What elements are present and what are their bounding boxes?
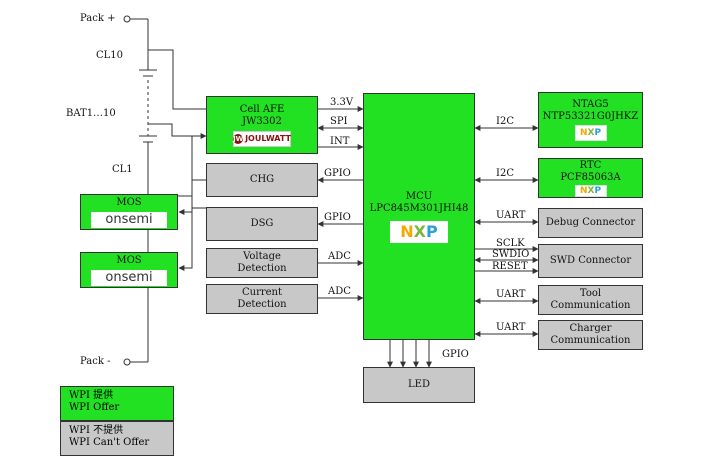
signal-gpio-chg: GPIO — [324, 168, 351, 179]
led-label: LED — [408, 379, 430, 390]
rtc-part: PCF85063A — [560, 171, 621, 183]
signal-adc-voltage: ADC — [328, 251, 351, 262]
chg-block: CHG — [206, 163, 318, 197]
charger-communication-block: Charger Communication — [538, 320, 643, 350]
signal-uart-debug: UART — [496, 210, 526, 221]
dsg-block: DSG — [206, 207, 318, 241]
pack-minus-terminal — [123, 358, 131, 366]
current-line2: Detection — [237, 299, 287, 310]
mos-block-2: MOS onsemi — [80, 252, 178, 288]
signal-uart-charger: UART — [496, 322, 526, 333]
current-line1: Current — [241, 287, 283, 298]
signal-swdio: SWDIO — [492, 249, 530, 260]
tool-line2: Communication — [550, 300, 631, 311]
charger-line1: Charger — [569, 323, 612, 334]
led-block: LED — [363, 367, 475, 403]
onsemi-logo: onsemi — [91, 269, 167, 286]
legend-no-offer-en: WPI Can't Offer — [69, 437, 150, 448]
legend-no-offer-cn: WPI 不提供 — [69, 425, 124, 436]
legend-offer-cn: WPI 提供 — [69, 390, 114, 401]
signal-int: INT — [330, 136, 350, 147]
dsg-label: DSG — [250, 218, 274, 229]
mos-2-title: MOS — [116, 254, 142, 266]
swd-label: SWD Connector — [549, 255, 632, 266]
afe-tap-bottom — [148, 123, 206, 137]
dsg-to-mos2 — [178, 207, 206, 271]
charger-line2: Communication — [550, 335, 631, 346]
afe-tap-top — [148, 49, 206, 110]
tool-communication-block: Tool Communication — [538, 285, 643, 315]
mos1-afe-link — [178, 133, 207, 197]
tool-line1: Tool — [579, 288, 602, 299]
signal-spi: SPI — [330, 116, 348, 127]
signal-reset: RESET — [492, 261, 528, 272]
signal-gpio-led: GPIO — [442, 349, 469, 360]
cl1-label: CL1 — [112, 164, 133, 175]
mcu-title: MCU — [405, 190, 433, 202]
voltage-line1: Voltage — [243, 251, 281, 262]
onsemi-logo: onsemi — [91, 211, 167, 228]
afe-title: Cell AFE — [239, 103, 285, 115]
mos-1-title: MOS — [116, 196, 142, 208]
mcu-part: LPC845M301JHI48 — [369, 202, 469, 214]
chg-label: CHG — [249, 174, 275, 185]
signal-uart-tool: UART — [496, 289, 526, 300]
voltage-line2: Detection — [237, 263, 287, 274]
pack-plus-label: Pack + — [80, 13, 116, 24]
signal-3v3: 3.3V — [330, 97, 354, 108]
debug-connector-block: Debug Connector — [538, 208, 643, 238]
ntag-part: NTP53321G0JHKZ — [542, 111, 639, 122]
cl10-label: CL10 — [96, 50, 124, 61]
debug-label: Debug Connector — [545, 217, 636, 228]
chg-to-mos1 — [178, 179, 206, 215]
current-detection-block: Current Detection — [206, 284, 318, 314]
pack-plus-terminal — [123, 15, 131, 23]
mos-block-1: MOS onsemi — [80, 194, 178, 230]
legend-offer: WPI 提供 WPI Offer — [60, 386, 174, 421]
battery-label: BAT1…10 — [66, 108, 116, 119]
legend-offer-en: WPI Offer — [69, 402, 120, 413]
signal-sclk: SCLK — [496, 238, 525, 249]
rtc-title: RTC — [579, 159, 602, 171]
signal-gpio-dsg: GPIO — [324, 212, 351, 223]
signal-i2c-rtc: I2C — [496, 168, 514, 179]
afe-part: JW3302 — [242, 115, 282, 127]
voltage-detection-block: Voltage Detection — [206, 248, 318, 278]
legend-no-offer: WPI 不提供 WPI Can't Offer — [60, 421, 174, 456]
pack-minus-label: Pack - — [80, 356, 111, 367]
signal-i2c-ntag: I2C — [496, 116, 514, 127]
ntag-title: NTAG5 — [572, 99, 609, 110]
swd-connector-block: SWD Connector — [538, 244, 643, 278]
signal-adc-current: ADC — [328, 286, 351, 297]
